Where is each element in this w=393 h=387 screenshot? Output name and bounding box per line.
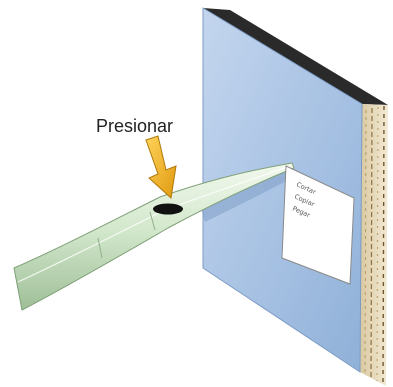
arrow-icon: [146, 136, 176, 198]
press-caption: Presionar: [96, 116, 173, 136]
panel-side-edge: [360, 104, 388, 386]
press-point: [153, 204, 183, 215]
